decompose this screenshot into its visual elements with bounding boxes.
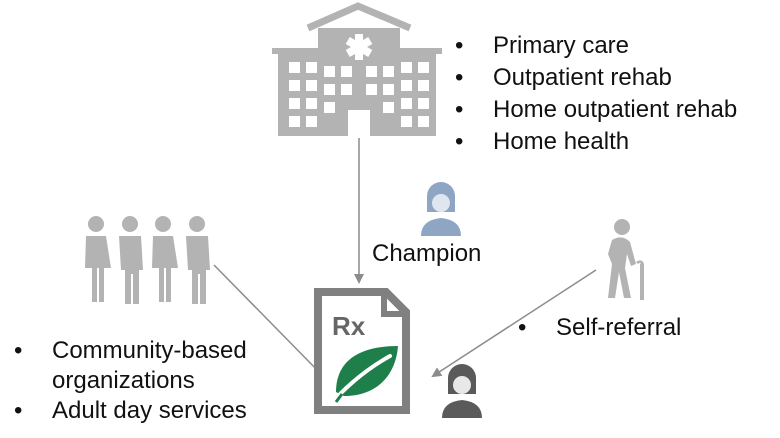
self-referral-item: Self-referral (518, 312, 681, 344)
champion-person-icon-bottom (442, 364, 482, 418)
hospital-services-list: Primary care Outpatient rehab Home outpa… (455, 30, 737, 158)
service-item: Primary care (455, 30, 737, 62)
community-sources-list: Community-based organizations Adult day … (14, 336, 247, 426)
service-item: Home outpatient rehab (455, 94, 737, 126)
community-item: Adult day services (14, 396, 247, 426)
arrow-self-referral-to-prescription (431, 269, 597, 378)
service-item: Home health (455, 126, 737, 158)
elderly-person-with-cane-icon (608, 219, 644, 300)
people-group-icon (85, 216, 210, 304)
arrow-community-to-prescription (213, 264, 325, 378)
service-item: Outpatient rehab (455, 62, 737, 94)
hospital-building-icon (272, 2, 442, 136)
champion-label: Champion (372, 240, 482, 267)
prescription-document-leaf-icon (314, 288, 410, 414)
community-item: Community-based organizations (14, 336, 247, 396)
prescription-badge: Rx (332, 311, 366, 341)
self-referral-list: Self-referral (518, 312, 681, 344)
champion-person-icon (421, 182, 461, 236)
